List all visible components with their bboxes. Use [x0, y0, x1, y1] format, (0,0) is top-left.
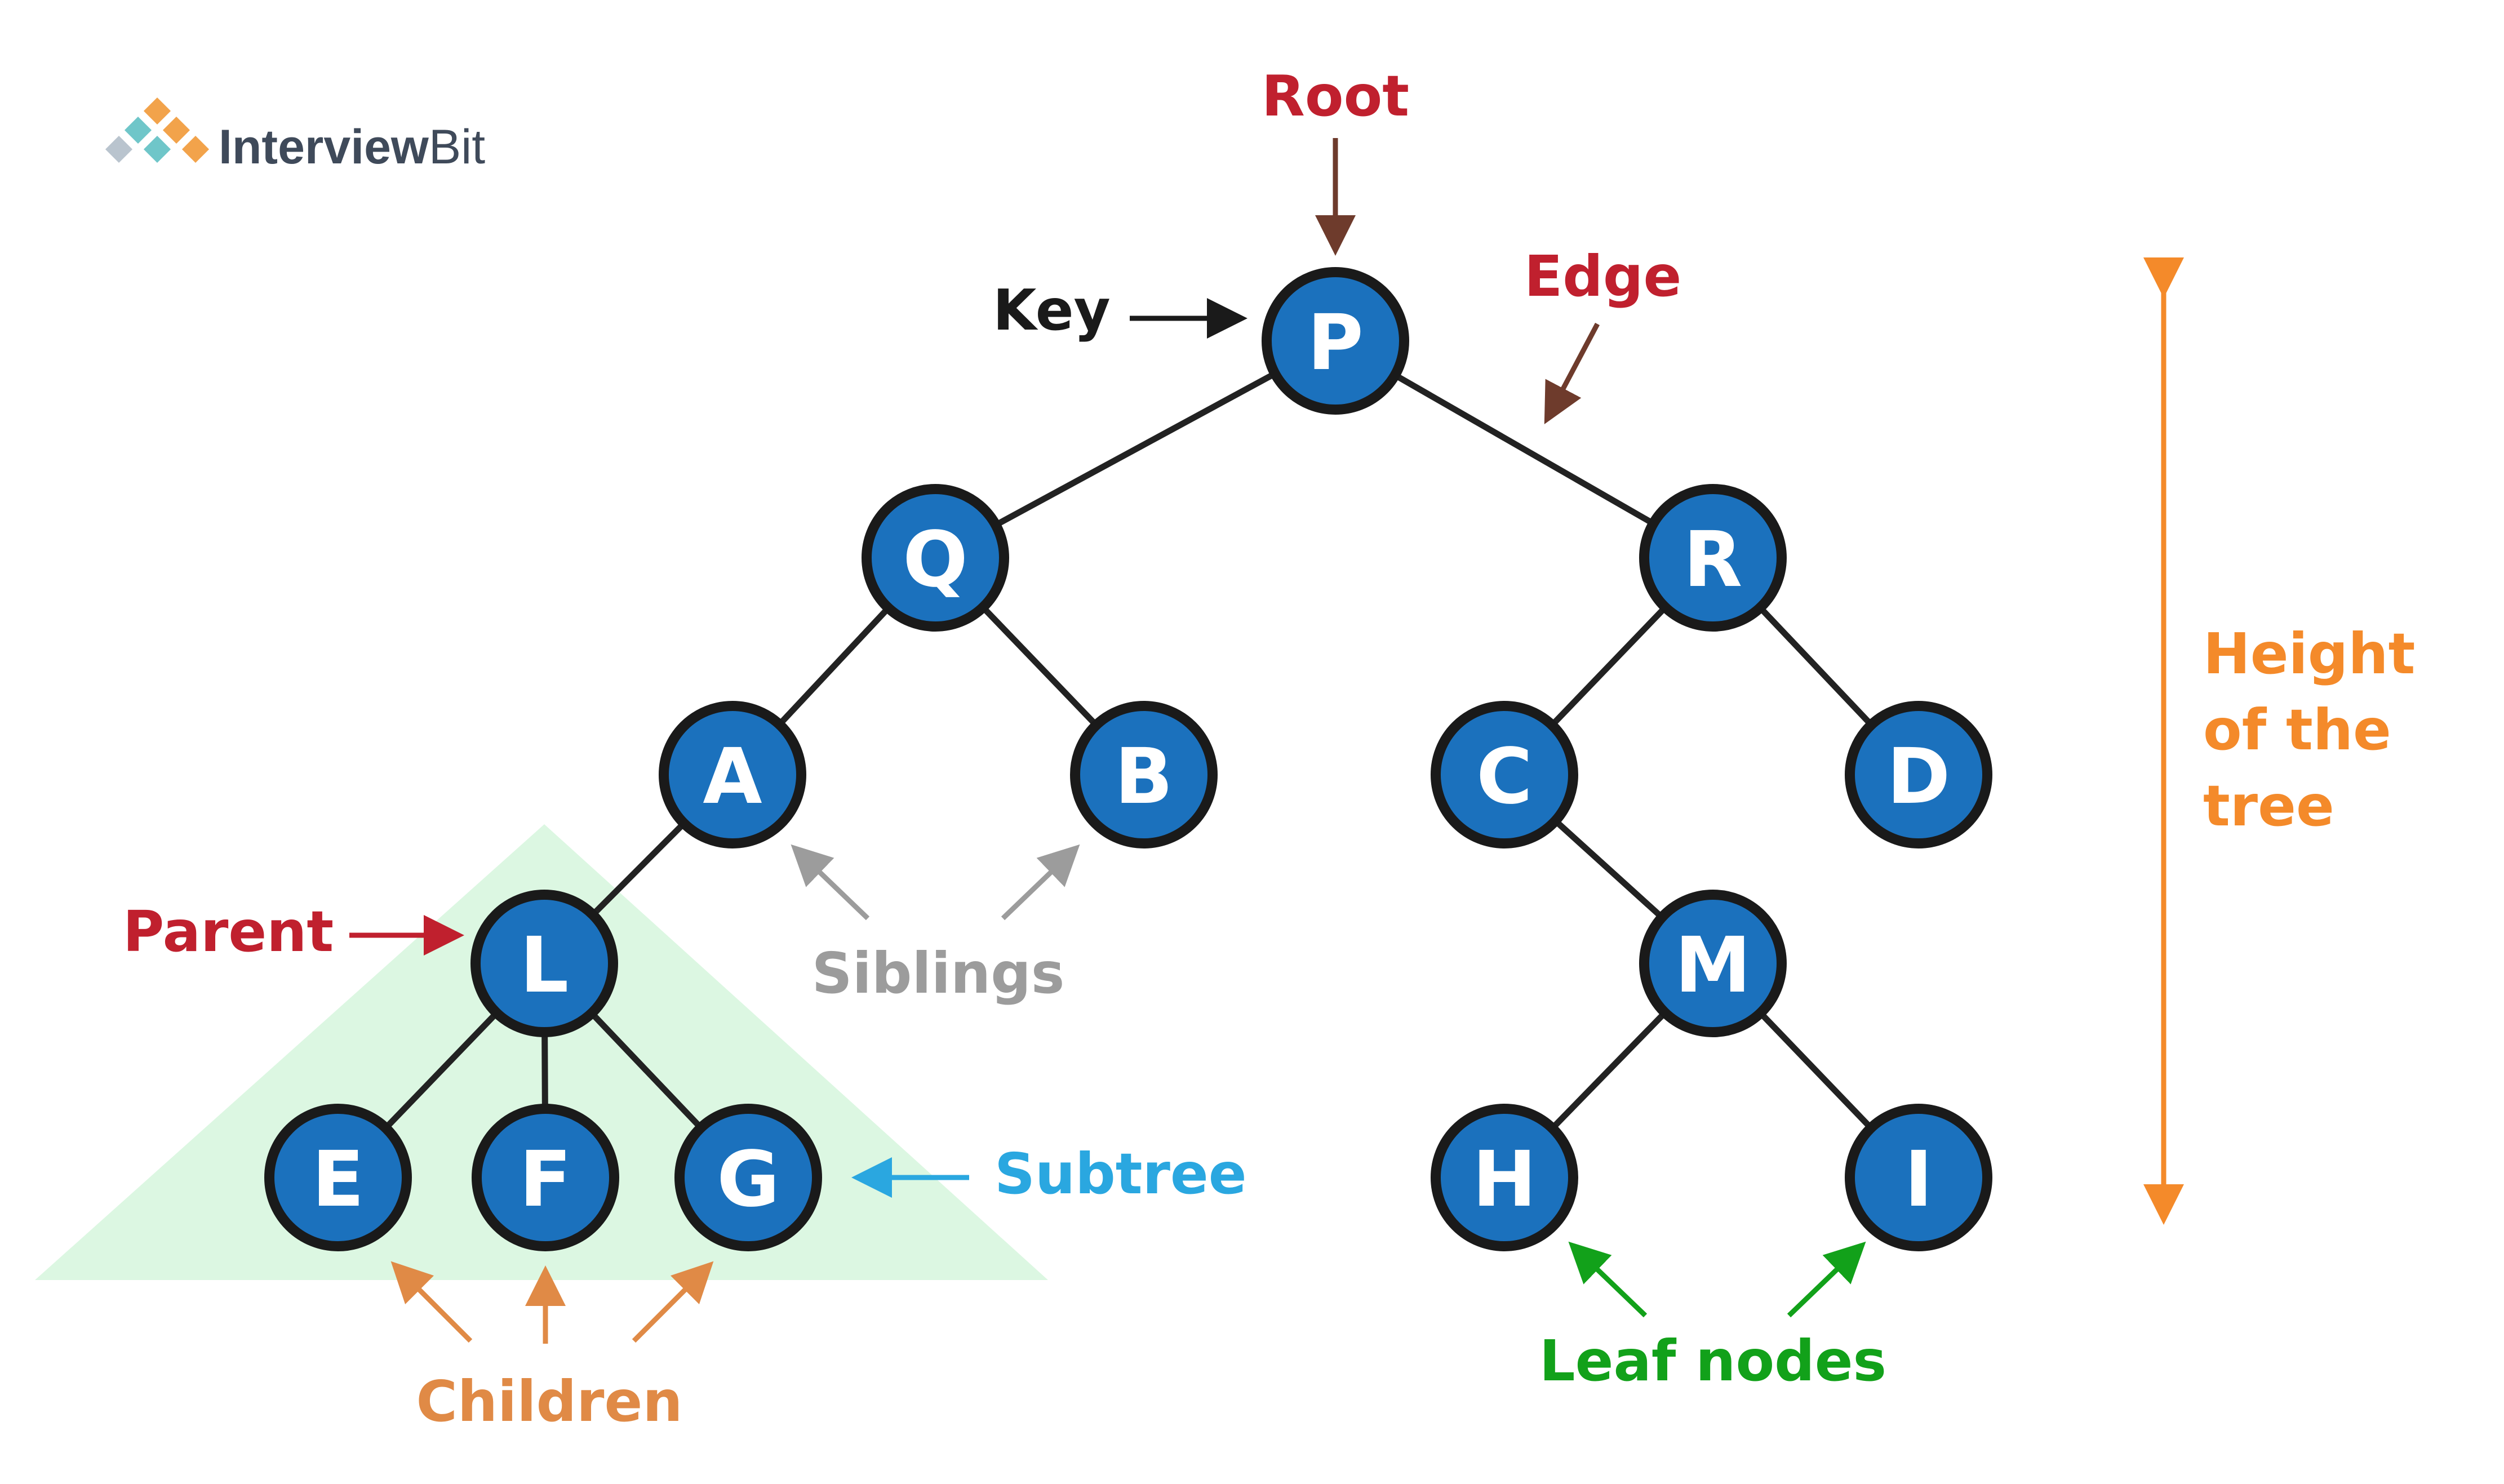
node-label: H	[1472, 1135, 1537, 1224]
leaf-arrow-right	[1787, 1241, 1866, 1318]
node-b: B	[1070, 701, 1218, 848]
parent-label: Parent	[123, 899, 334, 965]
node-circle	[862, 484, 1009, 632]
leaf-nodes-label: Leaf nodes	[1539, 1328, 1886, 1394]
brand-logo: InterviewBit	[105, 97, 485, 174]
node-label: B	[1115, 732, 1173, 821]
node-label: G	[717, 1135, 780, 1224]
height-label-line-1: Height	[2203, 621, 2415, 687]
node-d: D	[1845, 701, 1992, 848]
node-circle	[1431, 1104, 1578, 1251]
node-label: D	[1887, 732, 1951, 821]
brand-name: Interview	[219, 120, 429, 174]
node-circle	[264, 1104, 412, 1251]
tree-nodes: P Q R A B C D L M E F G H I	[264, 267, 1992, 1251]
node-label: C	[1476, 732, 1533, 821]
node-label: F	[520, 1135, 572, 1224]
node-circle	[472, 1104, 619, 1251]
children-label: Children	[416, 1369, 682, 1434]
key-label: Key	[993, 277, 1111, 343]
leaf-arrow-left	[1568, 1241, 1648, 1318]
edge-p-q	[934, 338, 1337, 561]
node-circle	[1845, 1104, 1992, 1251]
children-arrow-right	[632, 1261, 714, 1343]
node-label: P	[1307, 299, 1364, 388]
brand-name-suffix: Bit	[429, 120, 485, 174]
node-circle	[1639, 484, 1787, 632]
height-label-line-2: of the	[2203, 697, 2391, 763]
node-r: R	[1639, 484, 1787, 632]
height-label-line-3: tree	[2203, 773, 2334, 839]
node-label: R	[1684, 516, 1743, 605]
node-label: A	[703, 732, 762, 821]
node-circle	[659, 701, 806, 848]
node-p: P	[1262, 267, 1409, 415]
node-label: Q	[903, 516, 968, 605]
node-label: I	[1904, 1135, 1933, 1224]
svg-text:InterviewBit: InterviewBit	[219, 120, 485, 174]
node-circle	[1262, 267, 1409, 415]
node-g: G	[674, 1104, 822, 1251]
node-label: E	[312, 1135, 365, 1224]
node-a: A	[659, 701, 806, 848]
node-m: M	[1639, 890, 1787, 1037]
node-h: H	[1431, 1104, 1578, 1251]
node-q: Q	[862, 484, 1009, 632]
subtree-label: Subtree	[995, 1141, 1247, 1207]
edge-arrow	[1544, 322, 1600, 424]
height-label: Height of the tree	[2203, 621, 2435, 839]
siblings-arrow-left	[791, 844, 870, 921]
node-e: E	[264, 1104, 412, 1251]
children-arrow-left	[390, 1261, 473, 1343]
node-l: L	[470, 890, 618, 1037]
node-circle	[470, 890, 618, 1037]
node-f: F	[472, 1104, 619, 1251]
edge-label: Edge	[1524, 243, 1681, 309]
node-label: L	[520, 921, 569, 1010]
node-circle	[1845, 701, 1992, 848]
root-label: Root	[1262, 63, 1409, 129]
node-circle	[1431, 701, 1578, 848]
logo-mark-icon	[105, 97, 210, 163]
node-i: I	[1845, 1104, 1992, 1251]
node-circle	[1639, 890, 1787, 1037]
siblings-label: Siblings	[812, 940, 1065, 1006]
node-circle	[674, 1104, 822, 1251]
siblings-arrow-right	[1001, 844, 1080, 921]
node-label: M	[1675, 921, 1751, 1010]
node-c: C	[1431, 701, 1578, 848]
node-circle	[1070, 701, 1218, 848]
